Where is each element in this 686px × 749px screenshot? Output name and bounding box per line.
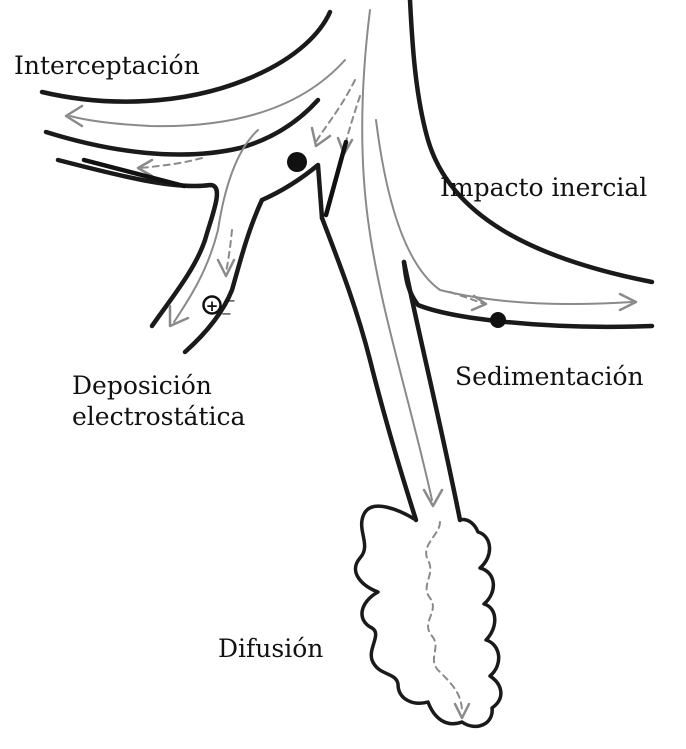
impact-particle — [287, 152, 307, 172]
flow-line-main — [362, 10, 432, 500]
positive-charge-symbol: + — [206, 297, 219, 315]
label-diffusion: Difusión — [218, 633, 323, 664]
label-sedimentation: Sedimentación — [455, 361, 644, 392]
label-electrostatic-line2: electrostática — [72, 401, 245, 432]
flow-line-right-branch — [376, 120, 632, 304]
alveolar-sac — [355, 506, 500, 726]
label-inertial-impact: Impacto inercial — [440, 172, 647, 203]
sedimentation-particle — [490, 312, 506, 328]
arrow-head-main — [424, 490, 442, 506]
label-electrostatic-deposition: Deposición electrostática — [72, 370, 245, 433]
negative-charge-symbol-2: − — [221, 307, 232, 322]
label-interception: Interceptación — [14, 50, 200, 81]
flow-path-interception — [140, 158, 202, 168]
flow-line-left-down — [174, 130, 258, 322]
arrow-head-impact — [312, 128, 330, 146]
impact-deposit-line — [326, 142, 346, 215]
airway-wall-main-right — [404, 262, 460, 520]
airway-wall-left-branch-top — [46, 100, 318, 155]
label-electrostatic-line1: Deposición — [72, 370, 245, 401]
flow-path-diffusion — [426, 522, 462, 712]
airway-wall-crotch-center — [262, 165, 322, 218]
airway-wall-upper-right — [410, 0, 652, 282]
airway-wall-left-branch-bottom — [58, 160, 217, 326]
airway-wall-crotch-left — [185, 200, 262, 352]
